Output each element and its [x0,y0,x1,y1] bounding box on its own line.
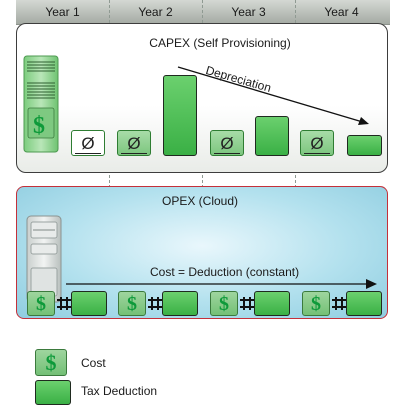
tax-deduction-bar [163,75,197,156]
legend-cost-swatch: $ [35,349,67,376]
capex-title: CAPEX (Self Provisioning) [149,36,291,50]
dollar-icon: $ [127,292,137,315]
year-1-label: Year 1 [45,5,80,19]
cost-box: $ [210,291,238,316]
legend-tax-label: Tax Deduction [81,384,158,398]
tax-deduction-bar [347,135,382,156]
zero-symbol: Ø [121,133,147,154]
zero-cost-box: Ø [71,130,105,156]
dollar-icon: $ [33,113,45,139]
opex-title: OPEX (Cloud) [161,194,239,208]
dollar-icon: $ [36,292,46,315]
legend-cost-label: Cost [81,356,106,370]
tax-deduction-box [346,291,382,316]
dollar-icon: $ [219,292,229,315]
tax-deduction-box [254,291,290,316]
constant-cost-label: Cost = Deduction (constant) [150,265,300,279]
dollar-icon: $ [311,292,321,315]
zero-deduction-box: Ø [117,130,151,156]
cost-box: $ [118,291,146,316]
cost-box: $ [27,291,55,316]
year-3-label: Year 3 [231,5,266,19]
tax-deduction-box [71,291,107,316]
legend-tax-swatch [35,380,71,405]
server-rack-icon [23,55,59,153]
cost-box: $ [302,291,330,316]
equals-sign [332,297,346,310]
tax-deduction-bar [255,116,289,156]
equals-sign [148,297,162,310]
zero-symbol: Ø [214,133,240,154]
year-2-label: Year 2 [138,5,173,19]
zero-symbol: Ø [304,133,330,154]
tax-deduction-box [162,291,198,316]
equals-sign [57,297,71,310]
server-icon [26,215,62,303]
zero-symbol: Ø [75,133,101,154]
equals-sign [240,297,254,310]
year-4-label: Year 4 [324,5,359,19]
dollar-icon: $ [45,349,57,375]
zero-deduction-box: Ø [300,130,334,156]
zero-deduction-box: Ø [210,130,244,156]
